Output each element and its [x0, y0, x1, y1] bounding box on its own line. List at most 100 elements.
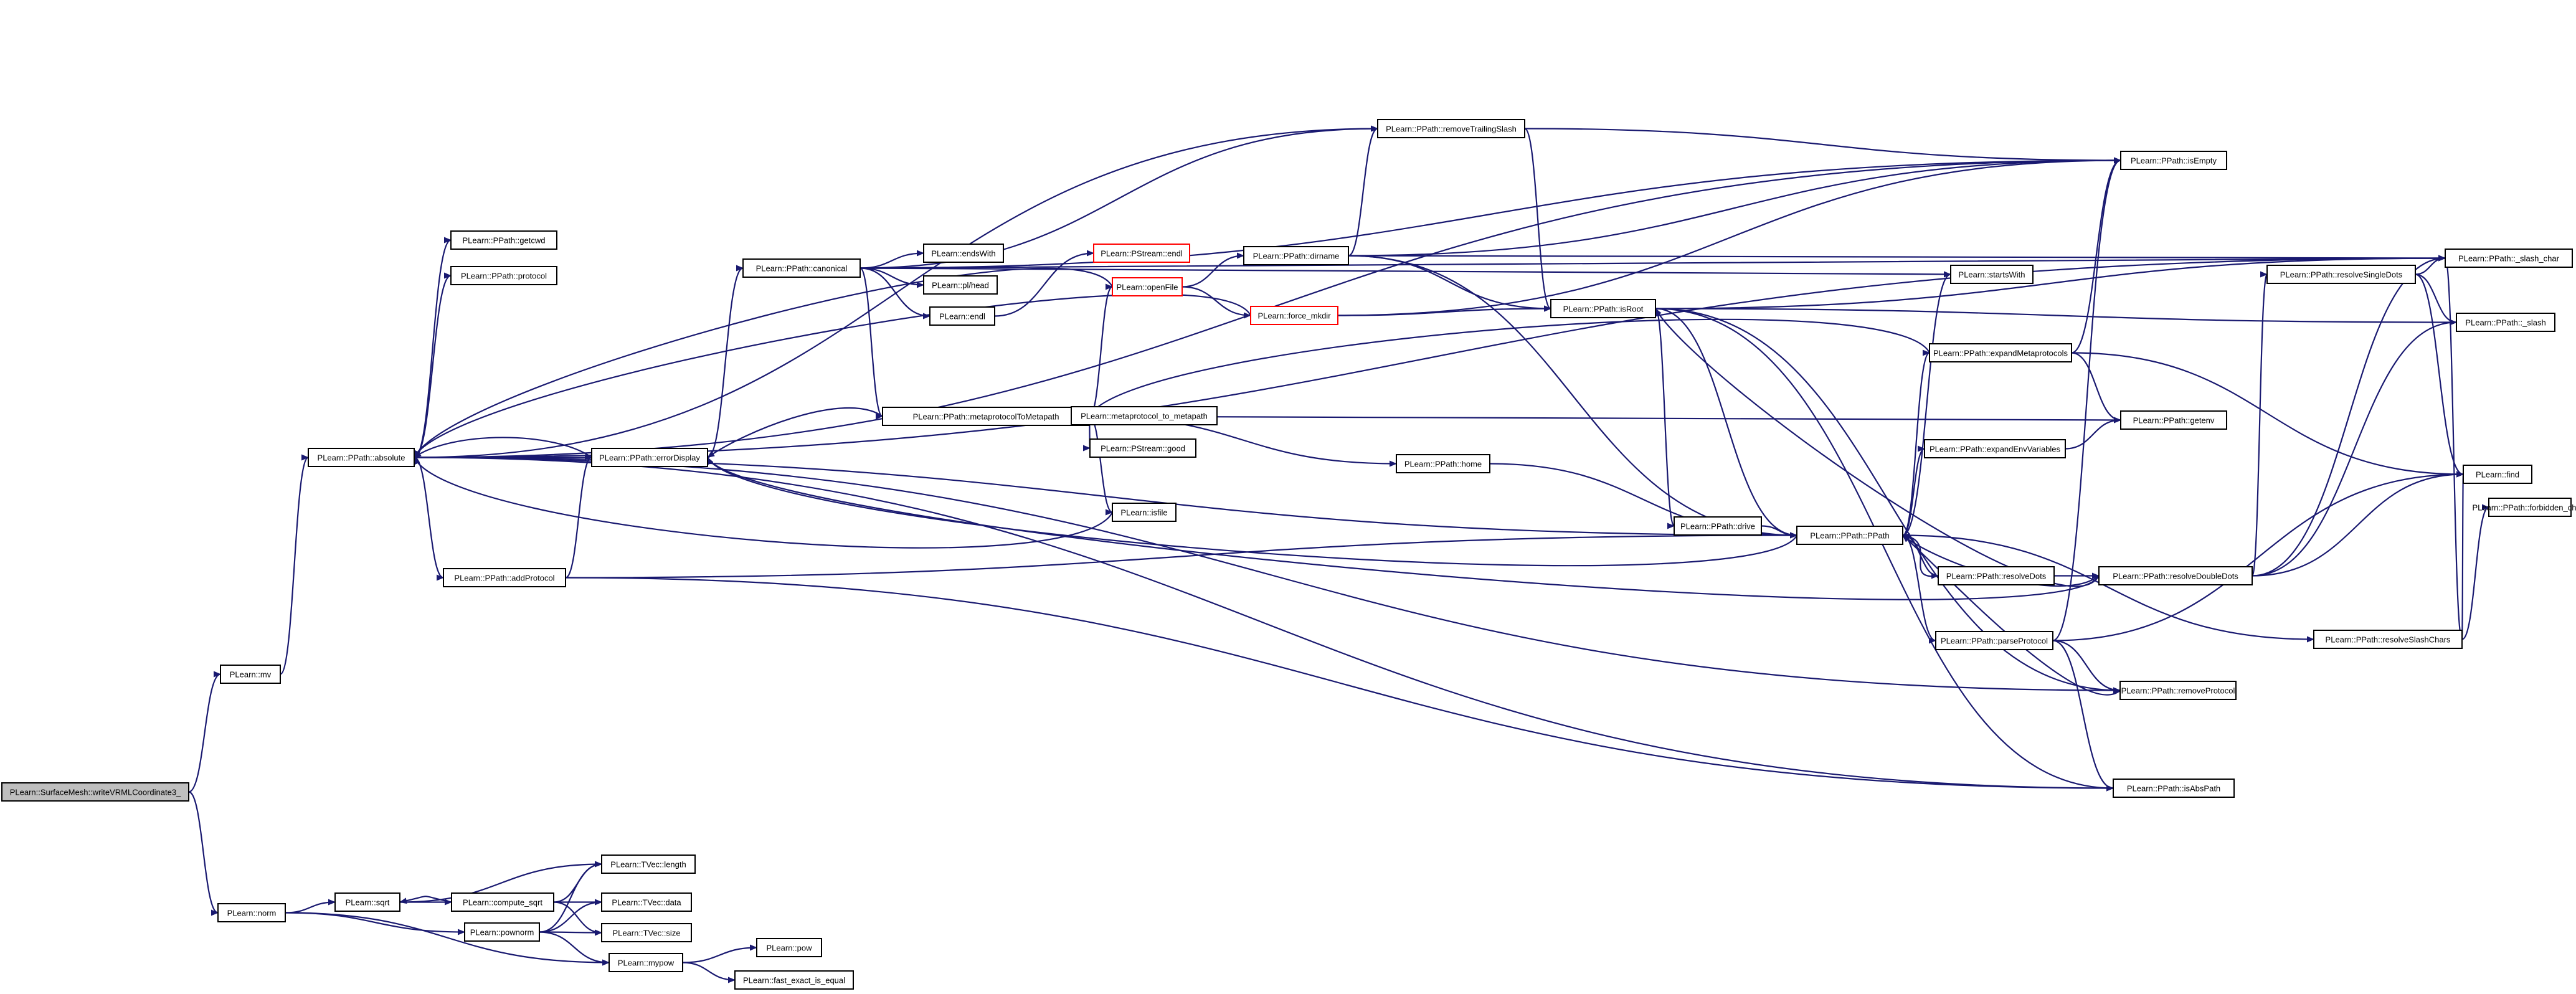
graph-node-box[interactable] [1071, 406, 1218, 425]
graph-node-box[interactable] [756, 938, 822, 957]
graph-node[interactable]: PLearn::PPath::resolveDoubleDots [2098, 566, 2253, 585]
graph-node-box[interactable] [334, 892, 400, 912]
graph-node[interactable]: PLearn::metaprotocol_to_metapath [1071, 406, 1218, 425]
graph-node[interactable]: PLearn::PPath::forbidden_chars [2472, 498, 2576, 517]
graph-node-box[interactable] [450, 266, 557, 285]
graph-node[interactable]: PLearn::pl/head [923, 275, 998, 295]
graph-node[interactable]: PLearn::PPath::drive [1674, 516, 1762, 536]
graph-node[interactable]: PLearn::PPath::errorDisplay [591, 448, 708, 467]
graph-node-box[interactable] [443, 568, 566, 587]
graph-node-box[interactable] [601, 923, 692, 942]
graph-node[interactable]: PLearn::PPath::expandMetaprotocols [1929, 343, 2072, 362]
graph-node-box[interactable] [220, 665, 281, 684]
graph-node[interactable]: PLearn::PPath::resolveSingleDots [2266, 265, 2416, 284]
graph-node[interactable]: PLearn::SurfaceMesh::writeVRMLCoordinate… [1, 782, 189, 802]
graph-node[interactable]: PLearn::PPath::home [1396, 454, 1490, 473]
graph-node[interactable]: PLearn::startsWith [1950, 265, 2034, 284]
graph-node-box[interactable] [1, 782, 189, 802]
graph-node-box[interactable] [2098, 566, 2253, 585]
graph-node-box[interactable] [451, 892, 554, 912]
graph-node-box[interactable] [608, 953, 683, 972]
graph-node-box[interactable] [1929, 343, 2072, 362]
graph-node[interactable]: PLearn::PPath::PPath [1796, 526, 1903, 545]
graph-node-box[interactable] [1243, 246, 1349, 265]
graph-node-box[interactable] [929, 306, 995, 326]
graph-node-box[interactable] [2113, 779, 2235, 798]
graph-node-box[interactable] [308, 448, 415, 467]
graph-node[interactable]: PLearn::PPath::removeProtocol [2119, 681, 2237, 700]
graph-node[interactable]: PLearn::endl [929, 306, 995, 326]
graph-node[interactable]: PLearn::openFile [1112, 277, 1183, 296]
graph-node-box[interactable] [464, 922, 540, 942]
graph-node[interactable]: PLearn::mv [220, 665, 281, 684]
graph-node-box[interactable] [601, 854, 696, 874]
graph-node[interactable]: PLearn::PPath::metaprotocolToMetapath [882, 407, 1090, 426]
graph-node-box[interactable] [2456, 313, 2555, 332]
graph-node[interactable]: PLearn::PPath::expandEnvVariables [1924, 439, 2066, 458]
graph-node[interactable]: PLearn::find [2463, 465, 2532, 484]
graph-node[interactable]: PLearn::PStream::endl [1093, 244, 1190, 263]
graph-node-box[interactable] [2445, 249, 2573, 268]
graph-node-box[interactable] [734, 970, 854, 990]
graph-node-box[interactable] [1396, 454, 1490, 473]
graph-node-box[interactable] [1796, 526, 1903, 545]
graph-node-box[interactable] [1250, 306, 1338, 325]
graph-node-box[interactable] [2266, 265, 2416, 284]
graph-node-box[interactable] [2313, 630, 2463, 649]
graph-node[interactable]: PLearn::PPath::dirname [1243, 246, 1349, 265]
graph-node[interactable]: PLearn::PPath::isRoot [1550, 299, 1656, 318]
graph-node-box[interactable] [591, 448, 708, 467]
graph-node-box[interactable] [450, 230, 557, 250]
graph-node[interactable]: PLearn::PPath::protocol [450, 266, 557, 285]
graph-node[interactable]: PLearn::fast_exact_is_equal [734, 970, 854, 990]
graph-node-box[interactable] [1377, 119, 1525, 138]
graph-node-box[interactable] [1924, 439, 2066, 458]
graph-node[interactable]: PLearn::TVec::size [601, 923, 692, 942]
graph-node-box[interactable] [1093, 244, 1190, 263]
graph-node[interactable]: PLearn::PPath::_slash [2456, 313, 2555, 332]
graph-node[interactable]: PLearn::PPath::getenv [2120, 410, 2227, 430]
graph-node-box[interactable] [1550, 299, 1656, 318]
graph-node[interactable]: PLearn::force_mkdir [1250, 306, 1338, 325]
graph-node-box[interactable] [882, 407, 1090, 426]
graph-node-box[interactable] [1112, 503, 1177, 522]
graph-node[interactable]: PLearn::TVec::data [601, 892, 692, 912]
graph-node[interactable]: PLearn::isfile [1112, 503, 1177, 522]
graph-node[interactable]: PLearn::PPath::parseProtocol [1935, 631, 2053, 650]
graph-node-box[interactable] [2488, 498, 2572, 517]
graph-node[interactable]: PLearn::mypow [608, 953, 683, 972]
graph-node-box[interactable] [1089, 438, 1196, 458]
graph-node[interactable]: PLearn::pownorm [464, 922, 540, 942]
graph-node-box[interactable] [1938, 566, 2055, 585]
graph-node[interactable]: PLearn::compute_sqrt [451, 892, 554, 912]
graph-node-box[interactable] [2120, 410, 2227, 430]
graph-node-box[interactable] [1950, 265, 2034, 284]
graph-node-box[interactable] [2120, 151, 2227, 170]
graph-node-box[interactable] [923, 244, 1004, 263]
graph-node-box[interactable] [2119, 681, 2237, 700]
graph-node[interactable]: PLearn::PPath::isEmpty [2120, 151, 2227, 170]
graph-node[interactable]: PLearn::PPath::getcwd [450, 230, 557, 250]
graph-node[interactable]: PLearn::sqrt [334, 892, 400, 912]
graph-node-box[interactable] [1674, 516, 1762, 536]
graph-node-box[interactable] [1935, 631, 2053, 650]
graph-node[interactable]: PLearn::endsWith [923, 244, 1004, 263]
graph-node[interactable]: PLearn::PPath::_slash_char [2445, 249, 2573, 268]
graph-node[interactable]: PLearn::PPath::absolute [308, 448, 415, 467]
graph-node[interactable]: PLearn::PStream::good [1089, 438, 1196, 458]
graph-node[interactable]: PLearn::PPath::isAbsPath [2113, 779, 2235, 798]
graph-node[interactable]: PLearn::TVec::length [601, 854, 696, 874]
graph-node[interactable]: PLearn::PPath::canonical [742, 258, 861, 278]
graph-node[interactable]: PLearn::PPath::resolveSlashChars [2313, 630, 2463, 649]
graph-node-box[interactable] [217, 903, 286, 922]
graph-node-box[interactable] [601, 892, 692, 912]
graph-node-box[interactable] [2463, 465, 2532, 484]
graph-node[interactable]: PLearn::PPath::resolveDots [1938, 566, 2055, 585]
graph-node[interactable]: PLearn::pow [756, 938, 822, 957]
graph-node-box[interactable] [1112, 277, 1183, 296]
graph-node-box[interactable] [742, 258, 861, 278]
graph-node[interactable]: PLearn::PPath::addProtocol [443, 568, 566, 587]
graph-node[interactable]: PLearn::PPath::removeTrailingSlash [1377, 119, 1525, 138]
graph-node-box[interactable] [923, 275, 998, 295]
graph-node[interactable]: PLearn::norm [217, 903, 286, 922]
